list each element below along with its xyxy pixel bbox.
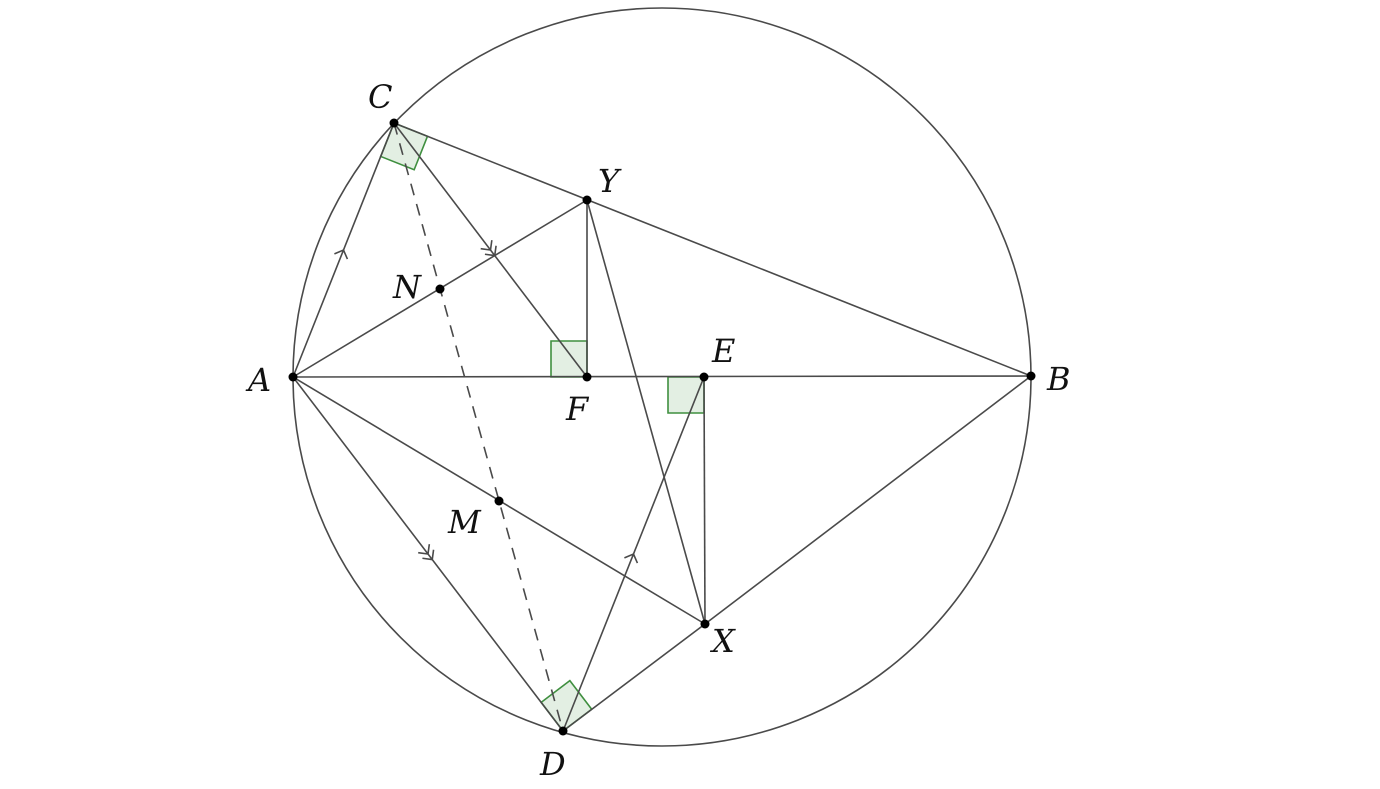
segment-EX [703, 376, 706, 625]
point-N [435, 284, 445, 294]
label-Y: Y [598, 162, 622, 200]
point-C [389, 118, 399, 128]
point-M [494, 496, 504, 506]
label-A: A [245, 361, 271, 399]
segment-AB [292, 375, 1032, 378]
label-E: E [711, 332, 735, 370]
label-X: X [709, 622, 736, 660]
point-A [288, 372, 298, 382]
label-B: B [1046, 360, 1071, 398]
parallel-mark-CF [480, 240, 493, 251]
parallel-mark-AD [418, 544, 431, 555]
right-angle-E [667, 376, 705, 414]
label-F: F [565, 390, 590, 428]
point-D [558, 726, 568, 736]
parallel-mark-CF [484, 245, 497, 257]
label-N: N [392, 268, 422, 306]
label-M: M [447, 503, 482, 541]
parallel-mark-AD [422, 549, 435, 561]
parallel-mark-CA [334, 248, 349, 260]
point-Y [582, 195, 592, 205]
point-E [699, 372, 709, 382]
segment-XB [704, 375, 1032, 625]
right-angle-F [550, 340, 588, 378]
segment-YX [586, 199, 706, 625]
segment-DX [562, 623, 706, 732]
parallel-mark-DE [624, 552, 639, 564]
point-B [1026, 371, 1036, 381]
segment-CB [393, 122, 1032, 377]
point-X [700, 619, 710, 629]
label-D: D [539, 745, 566, 783]
point-F [582, 372, 592, 382]
label-C: C [368, 78, 392, 116]
segment-CD-dashed [393, 122, 564, 732]
